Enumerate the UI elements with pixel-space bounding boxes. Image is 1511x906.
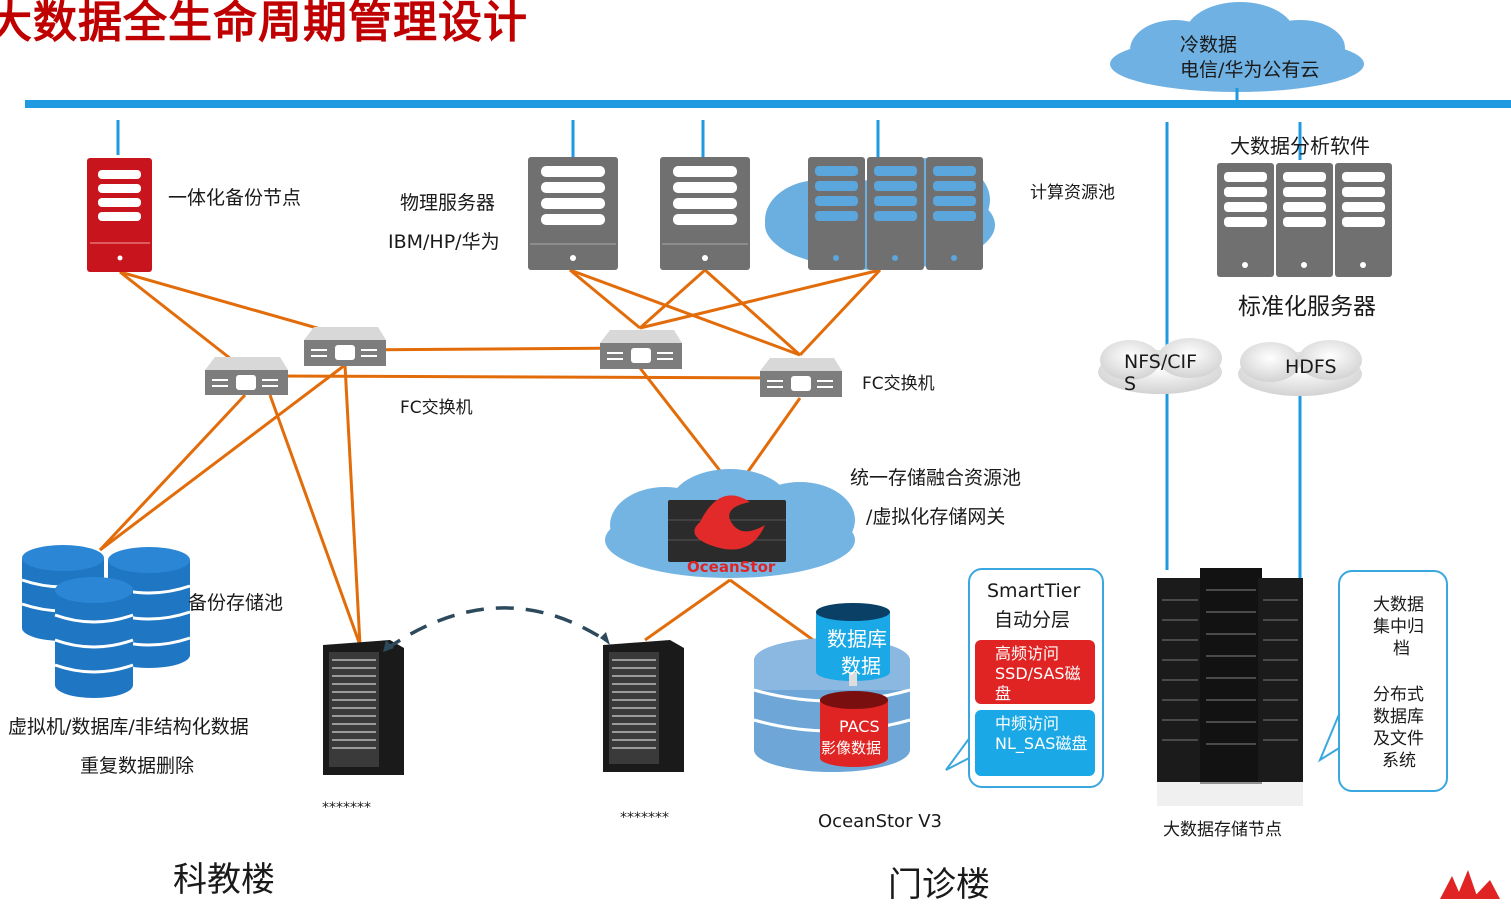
building-left-label: 科教楼 — [173, 860, 275, 900]
fc-switch-icon — [600, 330, 682, 369]
replication-arc — [384, 606, 609, 652]
bigdata-software-label: 大数据分析软件 — [1230, 134, 1370, 158]
backup-desc-2: 重复数据删除 — [80, 755, 195, 777]
fc-switch-label-left: FC交换机 — [400, 398, 473, 418]
standard-server-icon — [1217, 163, 1392, 277]
fc-switch-icon — [304, 327, 386, 366]
tier-mid-label: 中频访问NL_SAS磁盘 — [995, 714, 1088, 753]
smarttier-label-2: 自动分层 — [994, 609, 1071, 631]
hdfs-label: HDFS — [1285, 356, 1337, 378]
fc-switch-icon — [205, 357, 288, 395]
db-data-label-2: 数据 — [841, 654, 881, 678]
unified-storage-label-2: /虚拟化存储网关 — [866, 506, 1006, 528]
bigdata-storage-node-label: 大数据存储节点 — [1163, 820, 1282, 840]
nfs-cifs-cloud-icon — [1098, 338, 1222, 394]
archive-callout — [1338, 570, 1448, 792]
physical-server-label: 物理服务器 — [400, 192, 496, 214]
tier-high-pill: 高频访问SSD/SAS磁盘 — [975, 640, 1095, 704]
huawei-logo — [1440, 870, 1500, 899]
archive-label-2: 集中归 — [1373, 617, 1424, 637]
fc-switch-icon — [760, 358, 842, 397]
cold-data-label: 冷数据 — [1180, 34, 1238, 56]
tier-mid-pill: 中频访问NL_SAS磁盘 — [975, 710, 1095, 776]
building-right-label: 门诊楼 — [888, 865, 990, 905]
hdfs-cloud-icon — [1238, 340, 1362, 396]
backup-node-icon — [87, 158, 152, 272]
backup-desc-1: 虚拟机/数据库/非结构化数据 — [8, 716, 249, 738]
storage-tower-icon — [323, 640, 404, 775]
physical-server-brands-label: IBM/HP/华为 — [388, 231, 500, 253]
unified-storage-label-1: 统一存储融合资源池 — [850, 467, 1022, 489]
public-cloud-icon — [1110, 2, 1364, 92]
nfs-cifs-label: NFS/CIFS — [1124, 351, 1198, 395]
cold-cloud-label: 电信/华为公有云 — [1180, 59, 1320, 81]
oceanstor-v3-label: OceanStor V3 — [818, 811, 942, 832]
backup-node-label: 一体化备份节点 — [168, 187, 302, 209]
physical-server-icon — [528, 157, 618, 270]
storage-tower-icon — [603, 640, 684, 772]
backup-pool-label: 备份存储池 — [188, 592, 284, 614]
archive-label-3: 档 — [1393, 639, 1410, 659]
storage-b-label: ******* — [620, 810, 669, 826]
archive-label-4: 分布式 — [1373, 685, 1424, 705]
pacs-label-2: 影像数据 — [821, 739, 882, 757]
fc-switch-label-right: FC交换机 — [862, 374, 935, 394]
std-server-label: 标准化服务器 — [1238, 294, 1376, 320]
db-data-label-1: 数据库 — [827, 627, 887, 651]
pacs-label-1: PACS — [839, 717, 880, 736]
backup-pool-icon — [21, 545, 191, 698]
archive-label-1: 大数据 — [1373, 595, 1424, 615]
archive-label-7: 系统 — [1382, 751, 1416, 771]
bigdata-rack-icon — [1157, 568, 1303, 806]
oceanstor-v3-icon — [753, 603, 911, 772]
archive-label-6: 及文件 — [1373, 729, 1424, 749]
compute-pool-icon — [765, 157, 995, 270]
compute-pool-label: 计算资源池 — [1030, 183, 1115, 203]
physical-server-icon — [660, 157, 750, 270]
storage-a-label: ******* — [322, 800, 371, 816]
smarttier-label-1: SmartTier — [987, 580, 1081, 602]
oceanstor-cloud-icon — [605, 469, 855, 578]
tier-high-label: 高频访问SSD/SAS磁盘 — [995, 644, 1081, 703]
archive-label-5: 数据库 — [1373, 707, 1424, 727]
oceanstor-logo-text: OceanStor — [687, 558, 776, 576]
page-title: 大数据全生命周期管理设计 — [0, 0, 528, 48]
